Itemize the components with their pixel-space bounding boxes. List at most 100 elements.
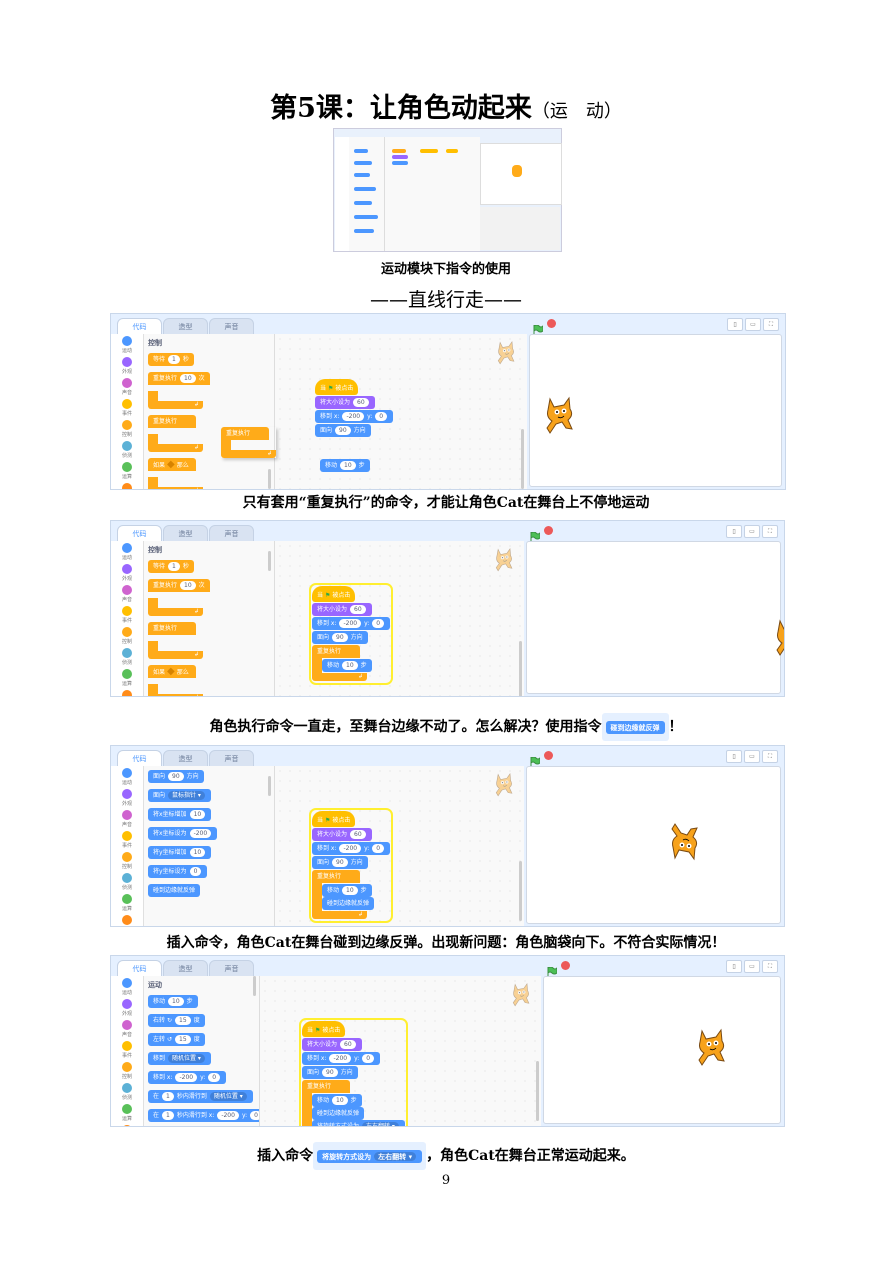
category-6[interactable]: 运算 (111, 892, 143, 913)
block-number-input[interactable]: 0 (375, 412, 388, 421)
c-block-control[interactable]: 重复执行↲ (148, 415, 203, 452)
block-number-input[interactable]: 15 (175, 1016, 191, 1025)
category-1[interactable]: 外观 (111, 997, 143, 1018)
fullscreen-button[interactable]: ▯ (726, 525, 742, 538)
category-6[interactable]: 运算 (111, 460, 143, 481)
block-number-input[interactable]: 10 (340, 461, 356, 470)
block-number-input[interactable]: -200 (339, 619, 362, 628)
category-2[interactable]: 声音 (111, 1018, 143, 1039)
block-number-input[interactable]: -200 (342, 412, 365, 421)
category-5[interactable]: 侦测 (111, 646, 143, 667)
block-motion[interactable]: 碰到边缘就反弹 (322, 897, 375, 910)
block-motion[interactable]: 碰到边缘就反弹 (148, 884, 201, 897)
block-motion[interactable]: 将x坐标设为-200 (148, 827, 218, 840)
hat-block-events[interactable]: 当⚑被点击 (312, 811, 356, 827)
c-block-control[interactable]: 重复执行↲ (148, 622, 203, 659)
small-stage-button[interactable]: ⛶ (762, 750, 778, 763)
c-block-control[interactable]: 如果◆那么↲ (148, 458, 203, 489)
green-flag-button[interactable] (533, 319, 544, 334)
hat-block-events[interactable]: 当⚑被点击 (302, 1021, 346, 1037)
category-0[interactable]: 运动 (111, 766, 143, 787)
block-motion[interactable]: 碰到边缘就反弹 (605, 720, 665, 734)
script-scrollbar[interactable] (519, 641, 522, 696)
large-stage-button[interactable]: ▭ (745, 318, 761, 331)
small-stage-button[interactable]: ⛶ (763, 318, 779, 331)
category-7[interactable]: 变量 (111, 913, 143, 926)
fullscreen-button[interactable]: ▯ (726, 750, 742, 763)
block-number-input[interactable]: 0 (250, 1111, 262, 1120)
block-number-input[interactable]: 0 (208, 1073, 221, 1082)
category-5[interactable]: 侦测 (111, 1081, 143, 1102)
block-number-input[interactable]: 90 (332, 858, 348, 867)
block-motion[interactable]: 移到随机位置 ▾ (148, 1052, 211, 1065)
c-block-top[interactable]: 重复执行 (302, 1080, 350, 1093)
category-5[interactable]: 侦测 (111, 439, 143, 460)
script-scrollbar[interactable] (521, 429, 524, 489)
block-number-input[interactable]: 90 (332, 633, 348, 642)
block-number-input[interactable]: 10 (168, 997, 184, 1006)
block-dropdown[interactable]: 随机位置 ▾ (209, 1092, 247, 1101)
block-dropdown[interactable]: 随机位置 ▾ (168, 1054, 205, 1063)
category-4[interactable]: 控制 (111, 1060, 143, 1081)
c-block-top[interactable]: 重复执行 (148, 415, 196, 428)
block-number-input[interactable]: 1 (168, 355, 180, 364)
script-scrollbar[interactable] (536, 1061, 539, 1121)
category-1[interactable]: 外观 (111, 787, 143, 808)
category-4[interactable]: 控制 (111, 850, 143, 871)
block-number-input[interactable]: 90 (335, 426, 351, 435)
green-flag-button[interactable] (547, 961, 558, 976)
category-2[interactable]: 声音 (111, 583, 143, 604)
block-motion[interactable]: 面向鼠标指针 ▾ (148, 789, 211, 802)
block-motion[interactable]: 将旋转方式设为左右翻转 ▾ (312, 1120, 405, 1126)
c-block-top[interactable]: 如果◆那么 (148, 458, 196, 471)
fullscreen-button[interactable]: ▯ (726, 960, 742, 973)
block-number-input[interactable]: 0 (372, 619, 385, 628)
category-1[interactable]: 外观 (111, 562, 143, 583)
block-number-input[interactable]: 0 (362, 1054, 375, 1063)
category-4[interactable]: 控制 (111, 418, 143, 439)
block-number-input[interactable]: 10 (189, 810, 206, 819)
block-number-input[interactable]: 60 (340, 1040, 356, 1049)
stop-button[interactable] (544, 526, 553, 535)
tab-costumes[interactable]: 造型 (163, 318, 208, 336)
category-3[interactable]: 事件 (111, 397, 143, 418)
block-number-input[interactable]: 10 (180, 581, 196, 590)
block-dropdown[interactable]: 左右翻转 ▾ (362, 1122, 399, 1126)
category-3[interactable]: 事件 (111, 1039, 143, 1060)
block-number-input[interactable]: 1 (162, 1092, 174, 1101)
stop-button[interactable] (561, 961, 570, 970)
block-number-input[interactable]: 10 (332, 1096, 348, 1105)
block-motion[interactable]: 碰到边缘就反弹 (312, 1107, 365, 1120)
category-1[interactable]: 外观 (111, 355, 143, 376)
green-flag-button[interactable] (530, 526, 541, 541)
block-number-input[interactable]: 90 (168, 772, 184, 781)
fullscreen-button[interactable]: ▯ (727, 318, 743, 331)
category-4[interactable]: 控制 (111, 625, 143, 646)
block-number-input[interactable]: 10 (342, 661, 358, 670)
large-stage-button[interactable]: ▭ (744, 525, 760, 538)
stage-canvas[interactable] (529, 334, 782, 487)
c-block-top[interactable]: 如果◆那么 (148, 665, 196, 678)
